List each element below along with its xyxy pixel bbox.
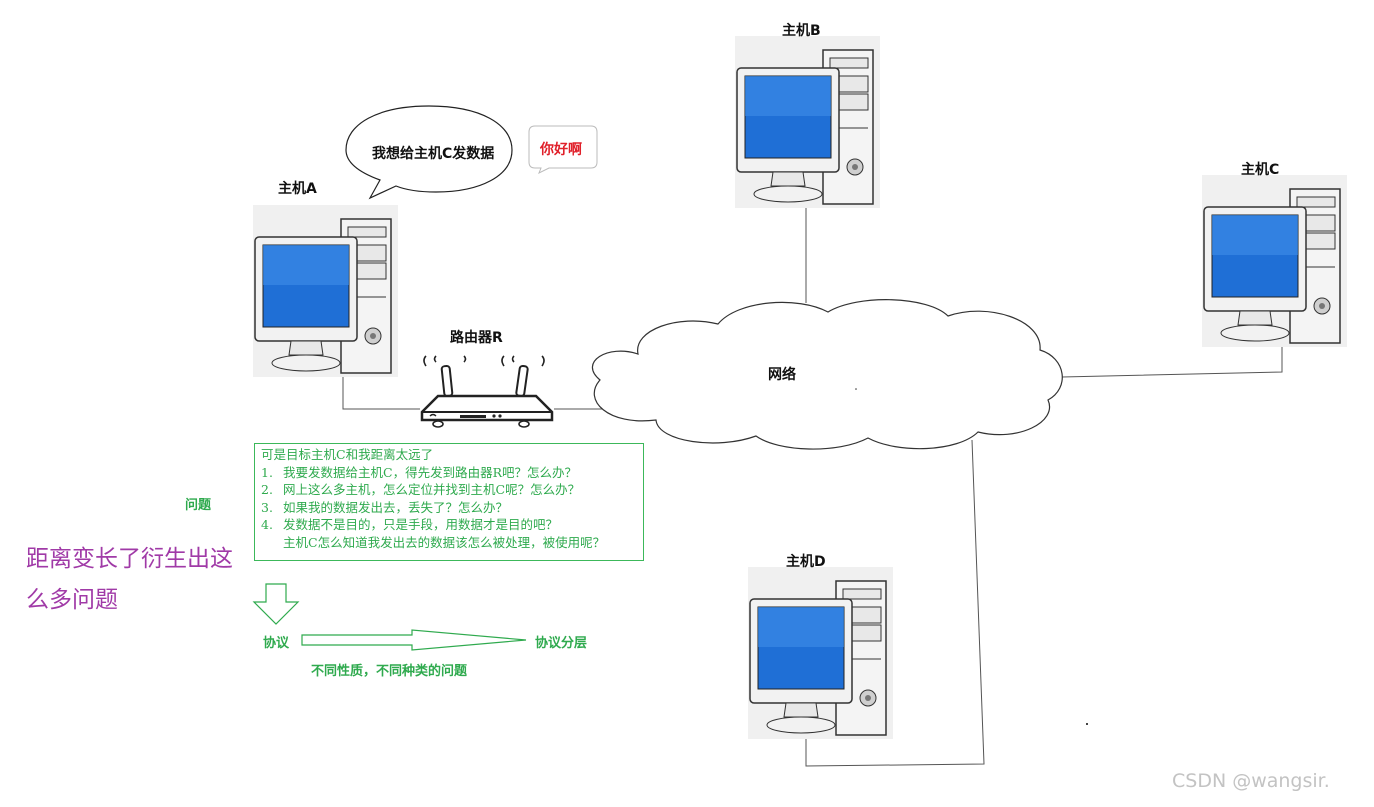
link-network-host-c [1061, 345, 1283, 378]
purple-note-line-2: 么多问题 [26, 587, 118, 613]
stray-dot [1086, 723, 1088, 725]
right-arrow [301, 629, 527, 651]
purple-note-line-1: 距离变长了衍生出这 [26, 546, 233, 572]
protocol-layering-label: 协议分层 [535, 636, 588, 651]
host-d-computer[interactable] [748, 567, 893, 739]
router-label: 路由器R [450, 330, 503, 346]
router-icon[interactable] [418, 354, 556, 436]
network-label: 网络 [768, 367, 796, 383]
host-a-computer[interactable] [253, 205, 398, 377]
question-item-4: 4.发数据不是目的，只是手段，用数据才是目的吧？ [261, 517, 559, 533]
link-host-a-router [342, 372, 420, 410]
question-label: 问题 [185, 498, 212, 513]
question-box: 可是目标主机C和我距离太远了 1.我要发数据给主机C，得先发到路由器R吧？怎么办… [254, 443, 644, 561]
host-a-label: 主机A [278, 181, 317, 197]
question-item-3: 3.如果我的数据发出去，丢失了？怎么办？ [261, 499, 509, 515]
link-network-host-d [805, 439, 985, 767]
hello-bubble-text: 你好啊 [540, 142, 582, 158]
watermark: CSDN @wangsir. [1172, 770, 1330, 792]
host-b-computer[interactable] [735, 36, 880, 208]
down-arrow [252, 583, 300, 625]
speech-bubble-shape [345, 105, 513, 200]
question-item-2: 2.网上这么多主机，怎么定位并找到主机C呢？怎么办？ [261, 482, 581, 498]
host-c-computer[interactable] [1202, 175, 1347, 347]
host-d-label: 主机D [786, 554, 826, 570]
arrow-caption: 不同性质，不同种类的问题 [311, 664, 468, 679]
protocol-label: 协议 [263, 636, 290, 651]
question-item-1: 1.我要发数据给主机C，得先发到路由器R吧？怎么办？ [261, 464, 577, 480]
host-c-label: 主机C [1241, 162, 1280, 178]
speech-bubble-text: 我想给主机C发数据 [372, 146, 495, 162]
network-cloud [592, 299, 1063, 450]
hello-bubble-shape [528, 125, 598, 174]
question-intro: 可是目标主机C和我距离太远了 [261, 447, 434, 462]
host-b-label: 主机B [782, 23, 821, 39]
question-continuation: 主机C怎么知道我发出去的数据该怎么被处理，被使用呢？ [283, 534, 606, 550]
